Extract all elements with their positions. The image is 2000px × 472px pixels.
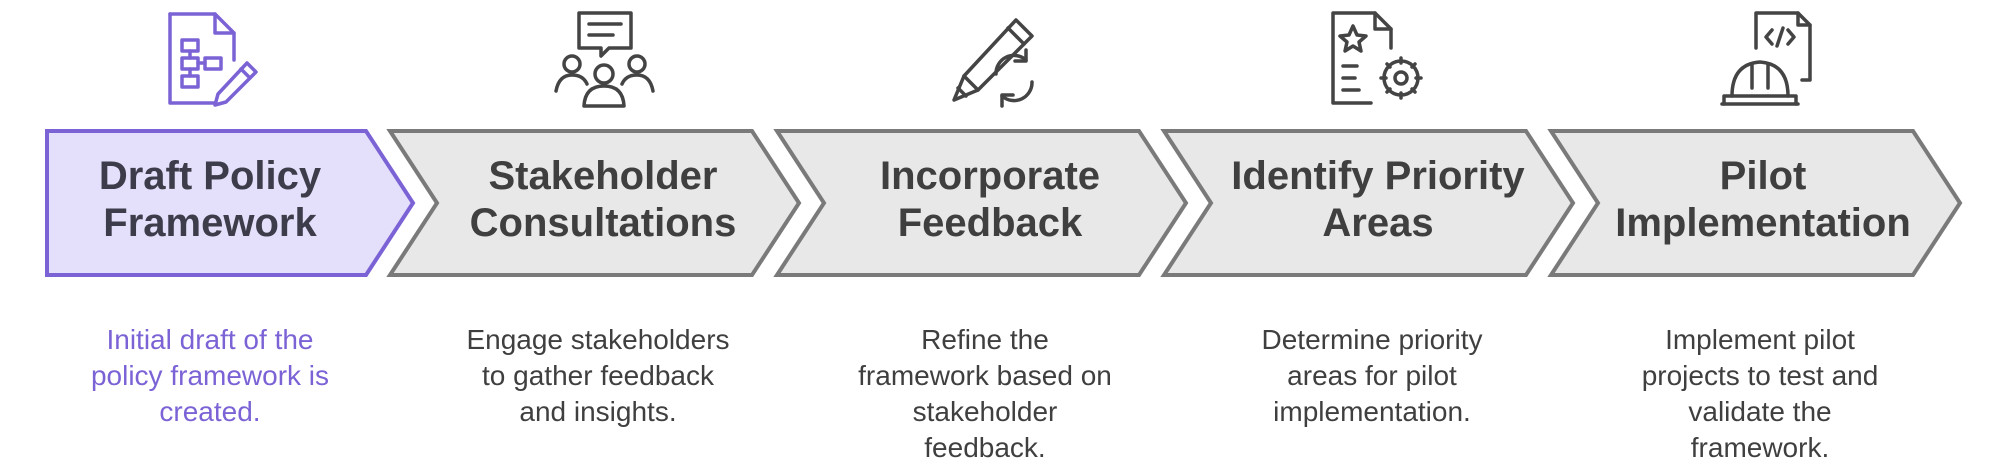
step-5-chevron — [1547, 129, 1963, 277]
step-3-chevron — [773, 129, 1189, 277]
step-4-description: Determine priority areas for pilot imple… — [1261, 324, 1483, 427]
step-1-description: Initial draft of the policy framework is… — [90, 324, 330, 427]
group-speech-bubble-icon — [554, 11, 655, 108]
document-flowchart-pencil-icon — [168, 12, 258, 107]
step-2-chevron — [386, 129, 802, 277]
step-4-chevron — [1160, 129, 1576, 277]
step-3-description: Refine the framework based on stakeholde… — [858, 324, 1112, 463]
hardhat-code-document-icon — [1720, 11, 1812, 106]
step-1-chevron — [45, 129, 416, 277]
document-star-gear-icon — [1331, 11, 1423, 105]
step-2-description: Engage stakeholders to gather feedback a… — [466, 324, 730, 427]
step-5-description: Implement pilot projects to test and val… — [1641, 324, 1879, 463]
pencil-refresh-icon — [952, 18, 1034, 108]
